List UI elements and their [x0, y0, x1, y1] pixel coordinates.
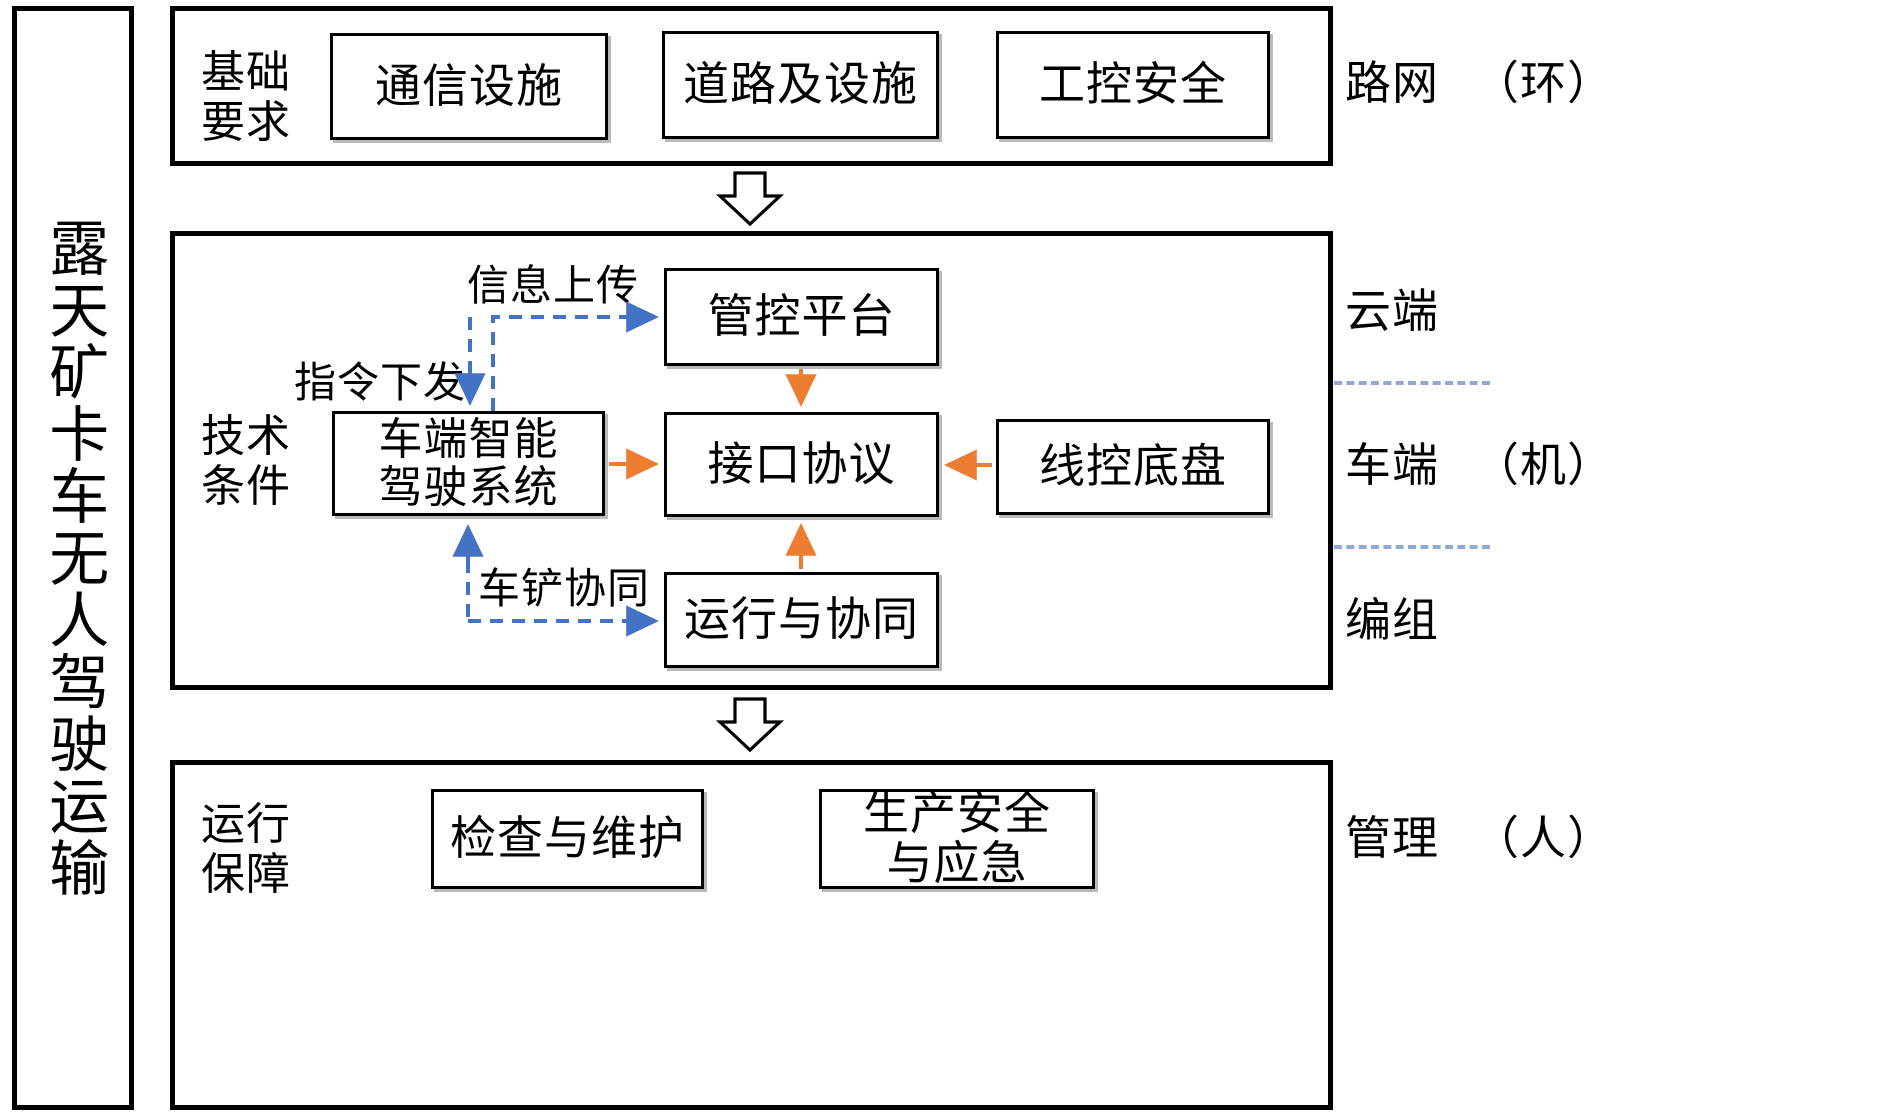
tier-label-management-paren: （人） [1473, 811, 1614, 865]
box-road-and-facility[interactable]: 道路及设施 [662, 31, 939, 139]
tier-label-fleet-text: 编组 [1345, 593, 1439, 647]
tier-label-cloud-text: 云端 [1345, 284, 1439, 338]
tier-label-vehicle: 车端（机） [1345, 442, 1614, 488]
box-onboard-autonomous-driving-system[interactable]: 车端智能 驾驶系统 [332, 411, 605, 516]
section-operation-assurance [170, 760, 1333, 1110]
tier-label-road-network-text: 路网 [1345, 56, 1439, 110]
tier-label-vehicle-text: 车端 [1345, 438, 1439, 492]
connector-label-command-dispatch: 指令下发 [294, 358, 467, 407]
tier-separator-cloud-vehicle [1334, 381, 1490, 385]
box-drive-by-wire-chassis[interactable]: 线控底盘 [996, 419, 1270, 515]
section-label-operation-assurance: 运行 保障 [201, 799, 291, 901]
box-inspection-and-maintenance[interactable]: 检查与维护 [431, 789, 704, 889]
block-arrow-top-to-middle [715, 171, 785, 227]
box-management-platform[interactable]: 管控平台 [664, 268, 939, 366]
side-title-frame: 露天矿卡车无人驾驶运输 [12, 6, 134, 1110]
tier-label-management-text: 管理 [1345, 811, 1439, 865]
tier-label-fleet: 编组 [1345, 597, 1439, 643]
box-production-safety-and-emergency[interactable]: 生产安全 与应急 [819, 788, 1095, 889]
box-industrial-control-security[interactable]: 工控安全 [996, 31, 1270, 139]
section-label-basic-requirements: 基础 要求 [201, 47, 291, 149]
side-title-text: 露天矿卡车无人驾驶运输 [38, 217, 109, 899]
tier-separator-vehicle-fleet [1334, 545, 1490, 549]
connector-label-info-upload: 信息上传 [467, 261, 640, 310]
tier-label-cloud: 云端 [1345, 288, 1439, 334]
box-communication-facility[interactable]: 通信设施 [330, 33, 608, 140]
tier-label-vehicle-paren: （机） [1473, 438, 1614, 492]
tier-label-road-network-paren: （环） [1473, 56, 1614, 110]
tier-label-road-network: 路网（环） [1345, 60, 1614, 106]
section-label-technical-conditions: 技术 条件 [201, 411, 291, 513]
box-operation-and-coordination[interactable]: 运行与协同 [664, 572, 939, 668]
tier-label-management: 管理（人） [1345, 815, 1614, 861]
box-interface-protocol[interactable]: 接口协议 [664, 412, 939, 517]
connector-label-truck-shovel-coordination: 车铲协同 [478, 564, 651, 613]
block-arrow-middle-to-bottom [715, 697, 785, 753]
